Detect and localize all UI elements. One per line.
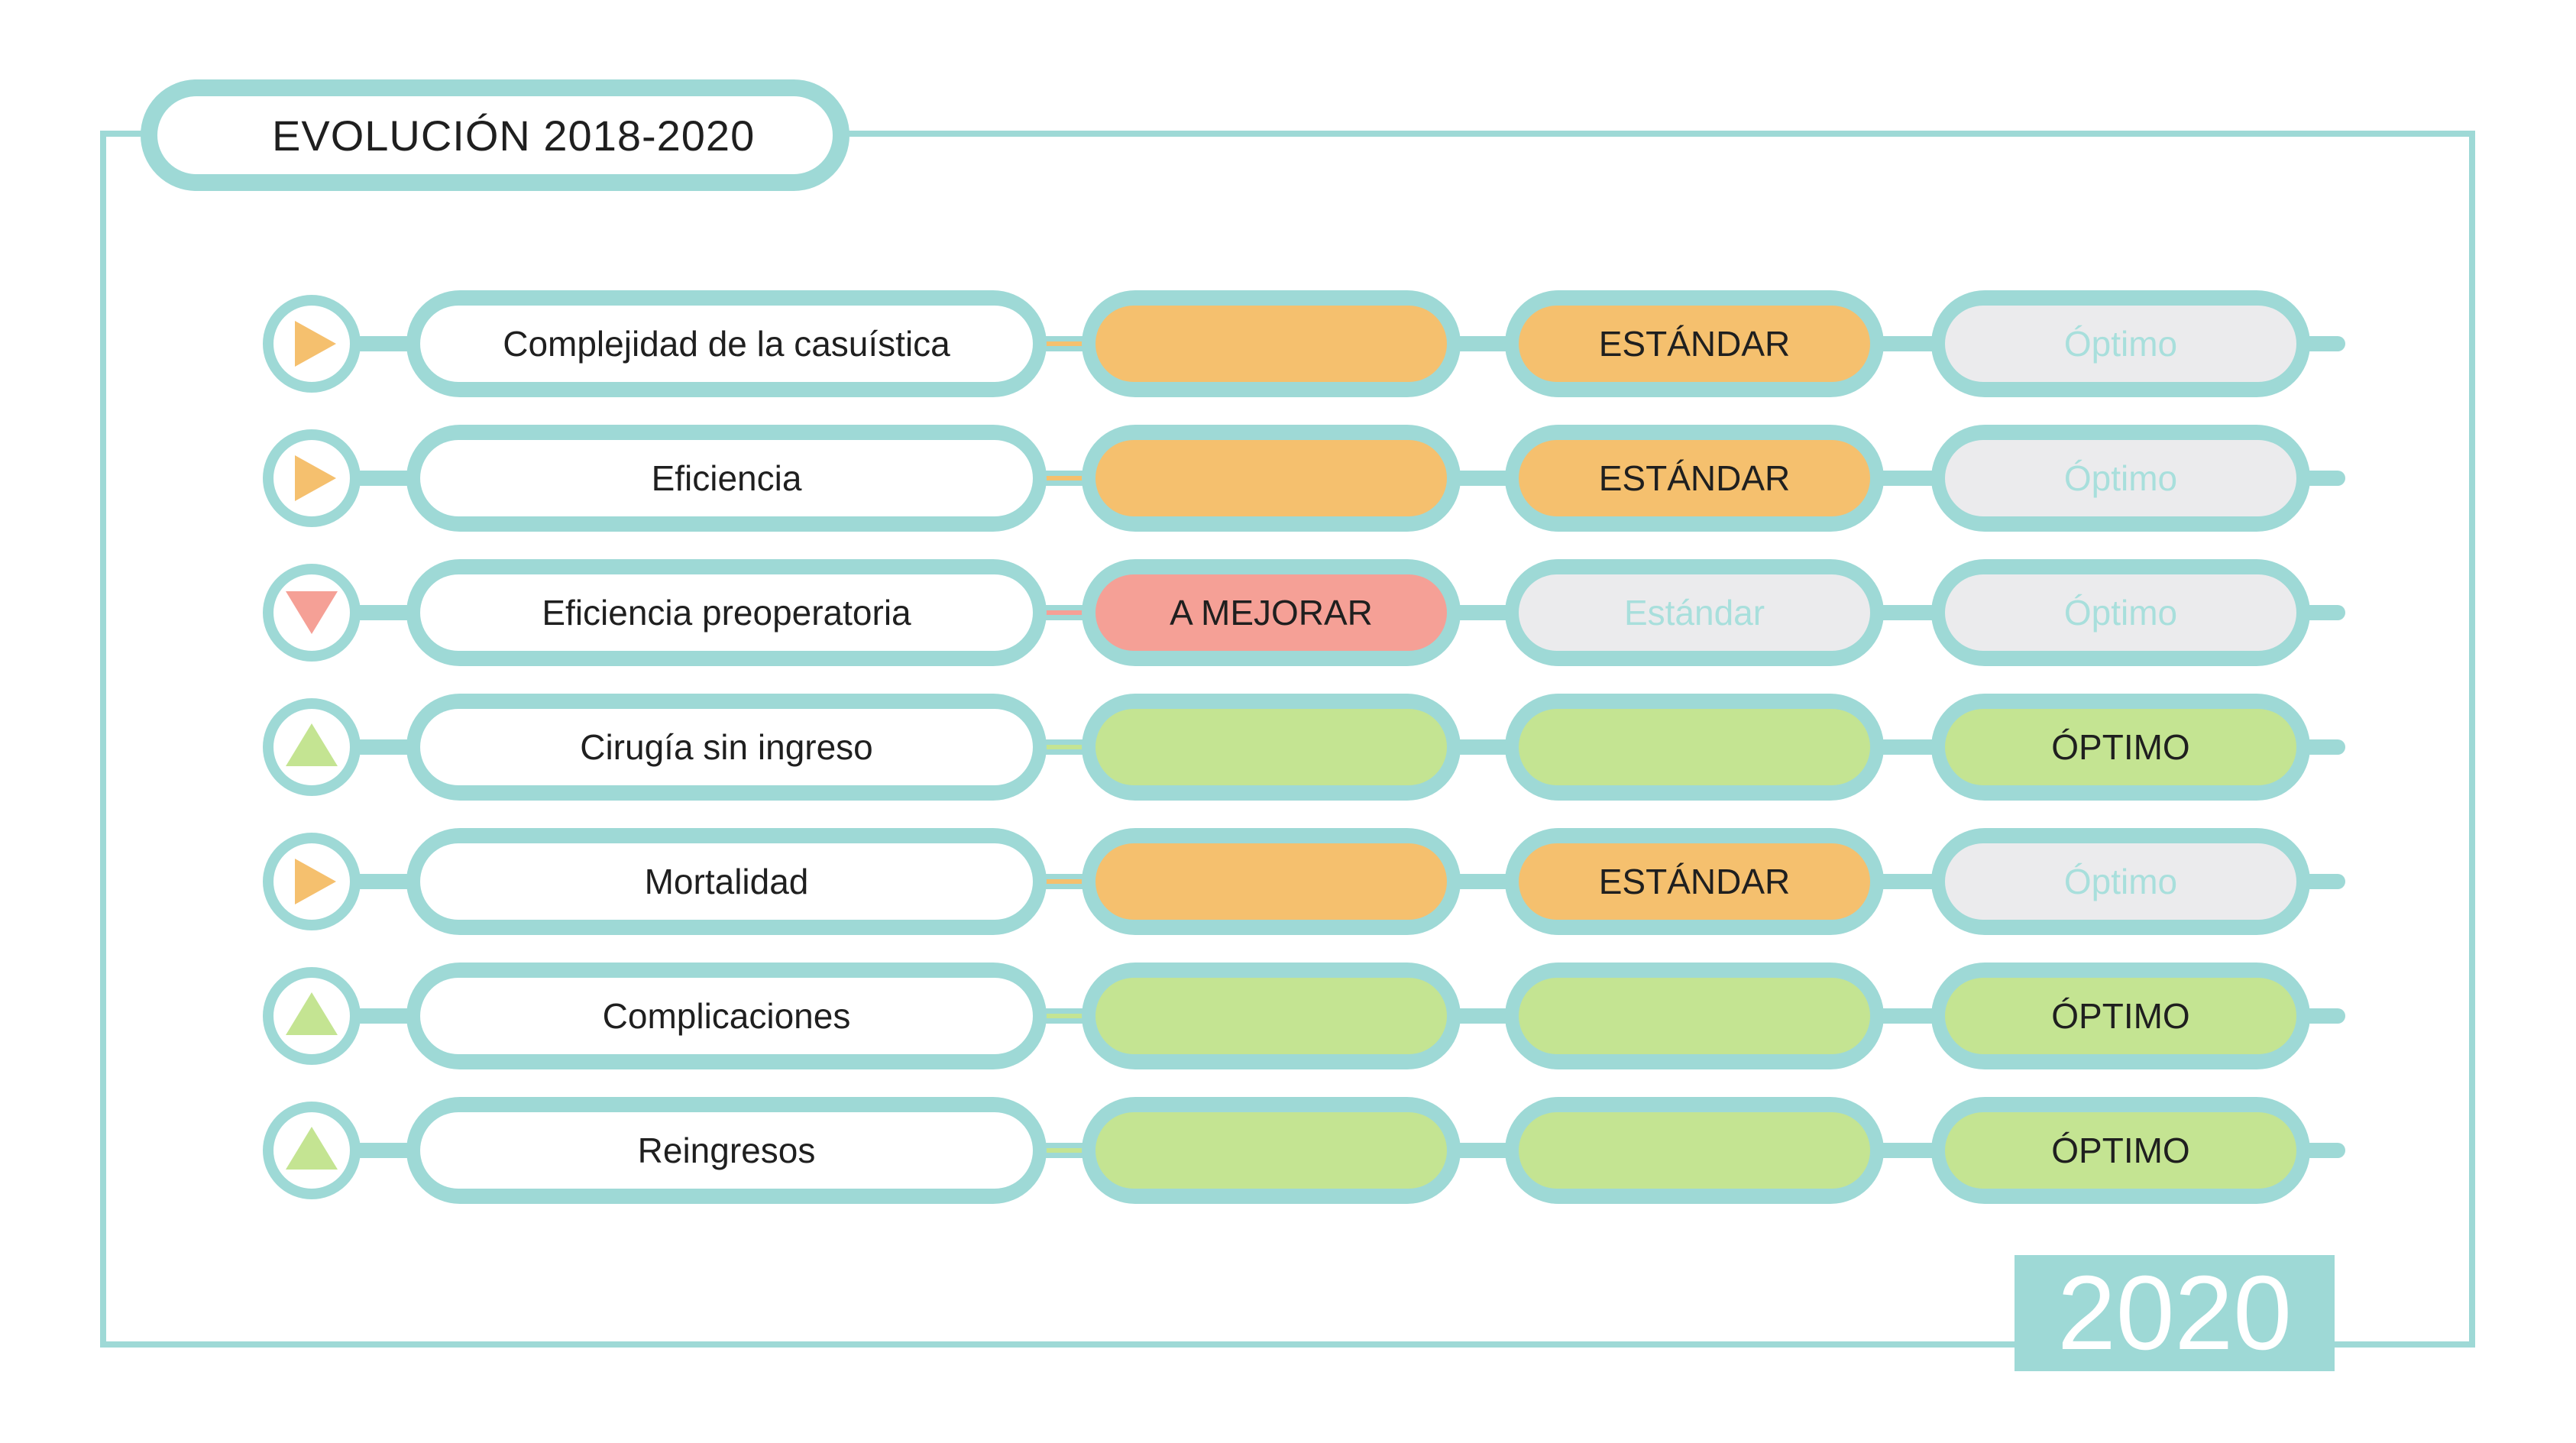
indicator-label: Complicaciones	[420, 978, 1033, 1054]
stage-2-pill: ESTÁNDAR	[1505, 828, 1884, 935]
stage-3-label: ÓPTIMO	[1945, 1112, 2296, 1189]
connector-line	[1031, 610, 1100, 615]
stage-3-pill: ÓPTIMO	[1931, 694, 2310, 801]
indicator-row: Eficiencia preoperatoria A MEJORAR Estánda…	[0, 559, 2576, 666]
trend-up-icon	[286, 992, 338, 1035]
indicator-label-pill: Reingresos	[406, 1097, 1047, 1204]
trend-indicator	[263, 1102, 361, 1199]
indicator-label-pill: Cirugía sin ingreso	[406, 694, 1047, 801]
stage-3-pill: Óptimo	[1931, 828, 2310, 935]
indicator-label-pill: Eficiencia	[406, 425, 1047, 532]
connector-line	[1031, 476, 1100, 480]
stage-3-pill: Óptimo	[1931, 559, 2310, 666]
stage-1-label: A MEJORAR	[1095, 574, 1447, 651]
stage-1-pill	[1082, 694, 1461, 801]
stage-3-pill: Óptimo	[1931, 290, 2310, 397]
stage-1-pill	[1082, 828, 1461, 935]
trend-indicator	[263, 833, 361, 930]
stage-1-label	[1095, 306, 1447, 382]
trend-right-icon	[295, 455, 336, 501]
year-badge: 2020	[2015, 1254, 2335, 1372]
trend-indicator	[263, 429, 361, 527]
indicator-label-pill: Complejidad de la casuística	[406, 290, 1047, 397]
stage-1-pill: A MEJORAR	[1082, 559, 1461, 666]
trend-indicator	[263, 564, 361, 662]
stage-2-label: ESTÁNDAR	[1519, 843, 1870, 920]
stage-1-label	[1095, 440, 1447, 516]
indicator-label: Reingresos	[420, 1112, 1033, 1189]
stage-1-pill	[1082, 1097, 1461, 1204]
stage-2-label	[1519, 978, 1870, 1054]
stage-1-label	[1095, 1112, 1447, 1189]
indicator-row: Reingresos ÓPTIMO	[0, 1097, 2576, 1204]
trend-indicator	[263, 698, 361, 796]
trend-down-icon	[286, 591, 338, 634]
stage-2-label: Estándar	[1519, 574, 1870, 651]
stage-3-label: Óptimo	[1945, 843, 2296, 920]
stage-1-label	[1095, 843, 1447, 920]
connector-line	[1031, 745, 1100, 749]
connector-line	[1031, 1014, 1100, 1018]
indicator-row: Complejidad de la casuística ESTÁNDAR Ópti…	[0, 290, 2576, 397]
indicator-label: Mortalidad	[420, 843, 1033, 920]
connector-line	[1031, 341, 1100, 346]
connector-line	[1031, 879, 1100, 884]
stage-1-pill	[1082, 963, 1461, 1069]
indicator-label-pill: Mortalidad	[406, 828, 1047, 935]
title-pill: EVOLUCIÓN 2018-2020	[141, 79, 849, 191]
stage-1-label	[1095, 709, 1447, 785]
indicator-row: Eficiencia ESTÁNDAR Óptimo	[0, 425, 2576, 532]
title: EVOLUCIÓN 2018-2020	[272, 111, 756, 160]
stage-3-label: Óptimo	[1945, 574, 2296, 651]
stage-2-pill: ESTÁNDAR	[1505, 290, 1884, 397]
stage-2-label	[1519, 709, 1870, 785]
stage-2-pill: ESTÁNDAR	[1505, 425, 1884, 532]
stage-2-label: ESTÁNDAR	[1519, 440, 1870, 516]
indicator-label: Complejidad de la casuística	[420, 306, 1033, 382]
indicator-row: Complicaciones ÓPTIMO	[0, 963, 2576, 1069]
stage-3-label: Óptimo	[1945, 306, 2296, 382]
indicator-label-pill: Complicaciones	[406, 963, 1047, 1069]
stage-3-label: ÓPTIMO	[1945, 978, 2296, 1054]
indicator-label-pill: Eficiencia preoperatoria	[406, 559, 1047, 666]
connector-line	[1031, 1148, 1100, 1153]
stage-3-pill: ÓPTIMO	[1931, 963, 2310, 1069]
stage-1-label	[1095, 978, 1447, 1054]
stage-1-pill	[1082, 290, 1461, 397]
stage-2-pill	[1505, 963, 1884, 1069]
trend-right-icon	[295, 859, 336, 904]
stage-3-pill: Óptimo	[1931, 425, 2310, 532]
trend-indicator	[263, 967, 361, 1065]
stage-2-pill: Estándar	[1505, 559, 1884, 666]
stage-2-pill	[1505, 1097, 1884, 1204]
stage-2-label: ESTÁNDAR	[1519, 306, 1870, 382]
trend-indicator	[263, 295, 361, 393]
stage-3-pill: ÓPTIMO	[1931, 1097, 2310, 1204]
indicator-label: Eficiencia	[420, 440, 1033, 516]
trend-up-icon	[286, 723, 338, 766]
stage-2-pill	[1505, 694, 1884, 801]
stage-3-label: ÓPTIMO	[1945, 709, 2296, 785]
indicator-row: Mortalidad ESTÁNDAR Óptimo	[0, 828, 2576, 935]
stage-2-label	[1519, 1112, 1870, 1189]
stage-3-label: Óptimo	[1945, 440, 2296, 516]
indicator-row: Cirugía sin ingreso ÓPTIMO	[0, 694, 2576, 801]
stage-1-pill	[1082, 425, 1461, 532]
indicator-label: Cirugía sin ingreso	[420, 709, 1033, 785]
indicator-label: Eficiencia preoperatoria	[420, 574, 1033, 651]
trend-right-icon	[295, 321, 336, 367]
trend-up-icon	[286, 1127, 338, 1170]
